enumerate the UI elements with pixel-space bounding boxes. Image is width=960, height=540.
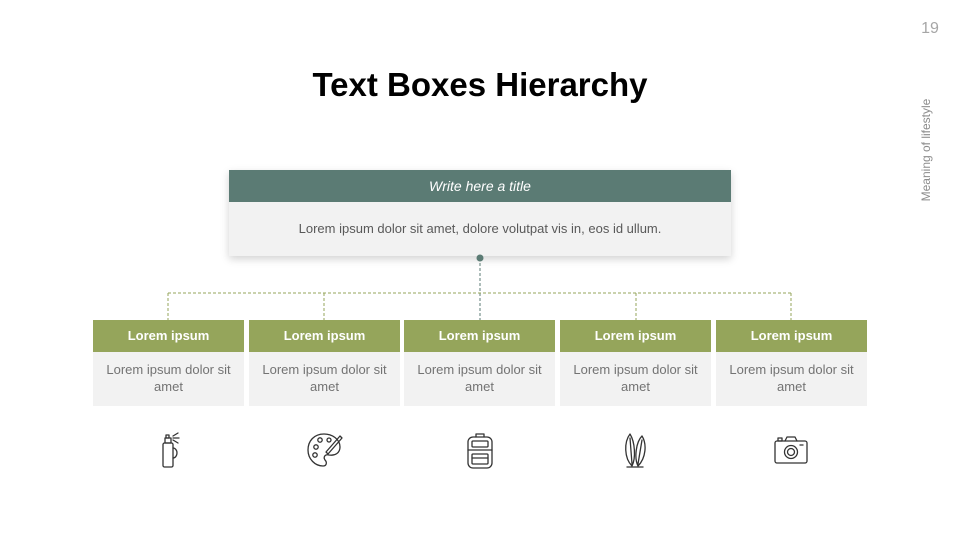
camera-icon bbox=[771, 430, 811, 470]
child-box-title: Lorem ipsum bbox=[249, 320, 400, 352]
backpack-icon bbox=[460, 430, 500, 470]
surfboards-icon bbox=[615, 430, 655, 470]
child-box-2: Lorem ipsum Lorem ipsum dolor sit amet bbox=[249, 320, 400, 406]
child-box-title: Lorem ipsum bbox=[716, 320, 867, 352]
child-box-body: Lorem ipsum dolor sit amet bbox=[560, 352, 711, 406]
top-text-box: Write here a title Lorem ipsum dolor sit… bbox=[229, 170, 731, 256]
child-box-body: Lorem ipsum dolor sit amet bbox=[404, 352, 555, 406]
child-box-body: Lorem ipsum dolor sit amet bbox=[93, 352, 244, 406]
top-box-title: Write here a title bbox=[229, 170, 731, 202]
child-box-3: Lorem ipsum Lorem ipsum dolor sit amet bbox=[404, 320, 555, 406]
page-number: 19 bbox=[921, 20, 939, 37]
spray-can-icon bbox=[151, 430, 191, 470]
child-box-4: Lorem ipsum Lorem ipsum dolor sit amet bbox=[560, 320, 711, 406]
child-box-body: Lorem ipsum dolor sit amet bbox=[716, 352, 867, 406]
child-box-1: Lorem ipsum Lorem ipsum dolor sit amet bbox=[93, 320, 244, 406]
child-box-title: Lorem ipsum bbox=[560, 320, 711, 352]
paint-palette-icon bbox=[304, 430, 344, 470]
slide-title: Text Boxes Hierarchy bbox=[312, 66, 648, 103]
child-box-body: Lorem ipsum dolor sit amet bbox=[249, 352, 400, 406]
child-box-title: Lorem ipsum bbox=[404, 320, 555, 352]
connector-node-dot bbox=[476, 254, 484, 262]
top-box-body: Lorem ipsum dolor sit amet, dolore volut… bbox=[229, 202, 731, 256]
child-box-title: Lorem ipsum bbox=[93, 320, 244, 352]
child-box-5: Lorem ipsum Lorem ipsum dolor sit amet bbox=[716, 320, 867, 406]
